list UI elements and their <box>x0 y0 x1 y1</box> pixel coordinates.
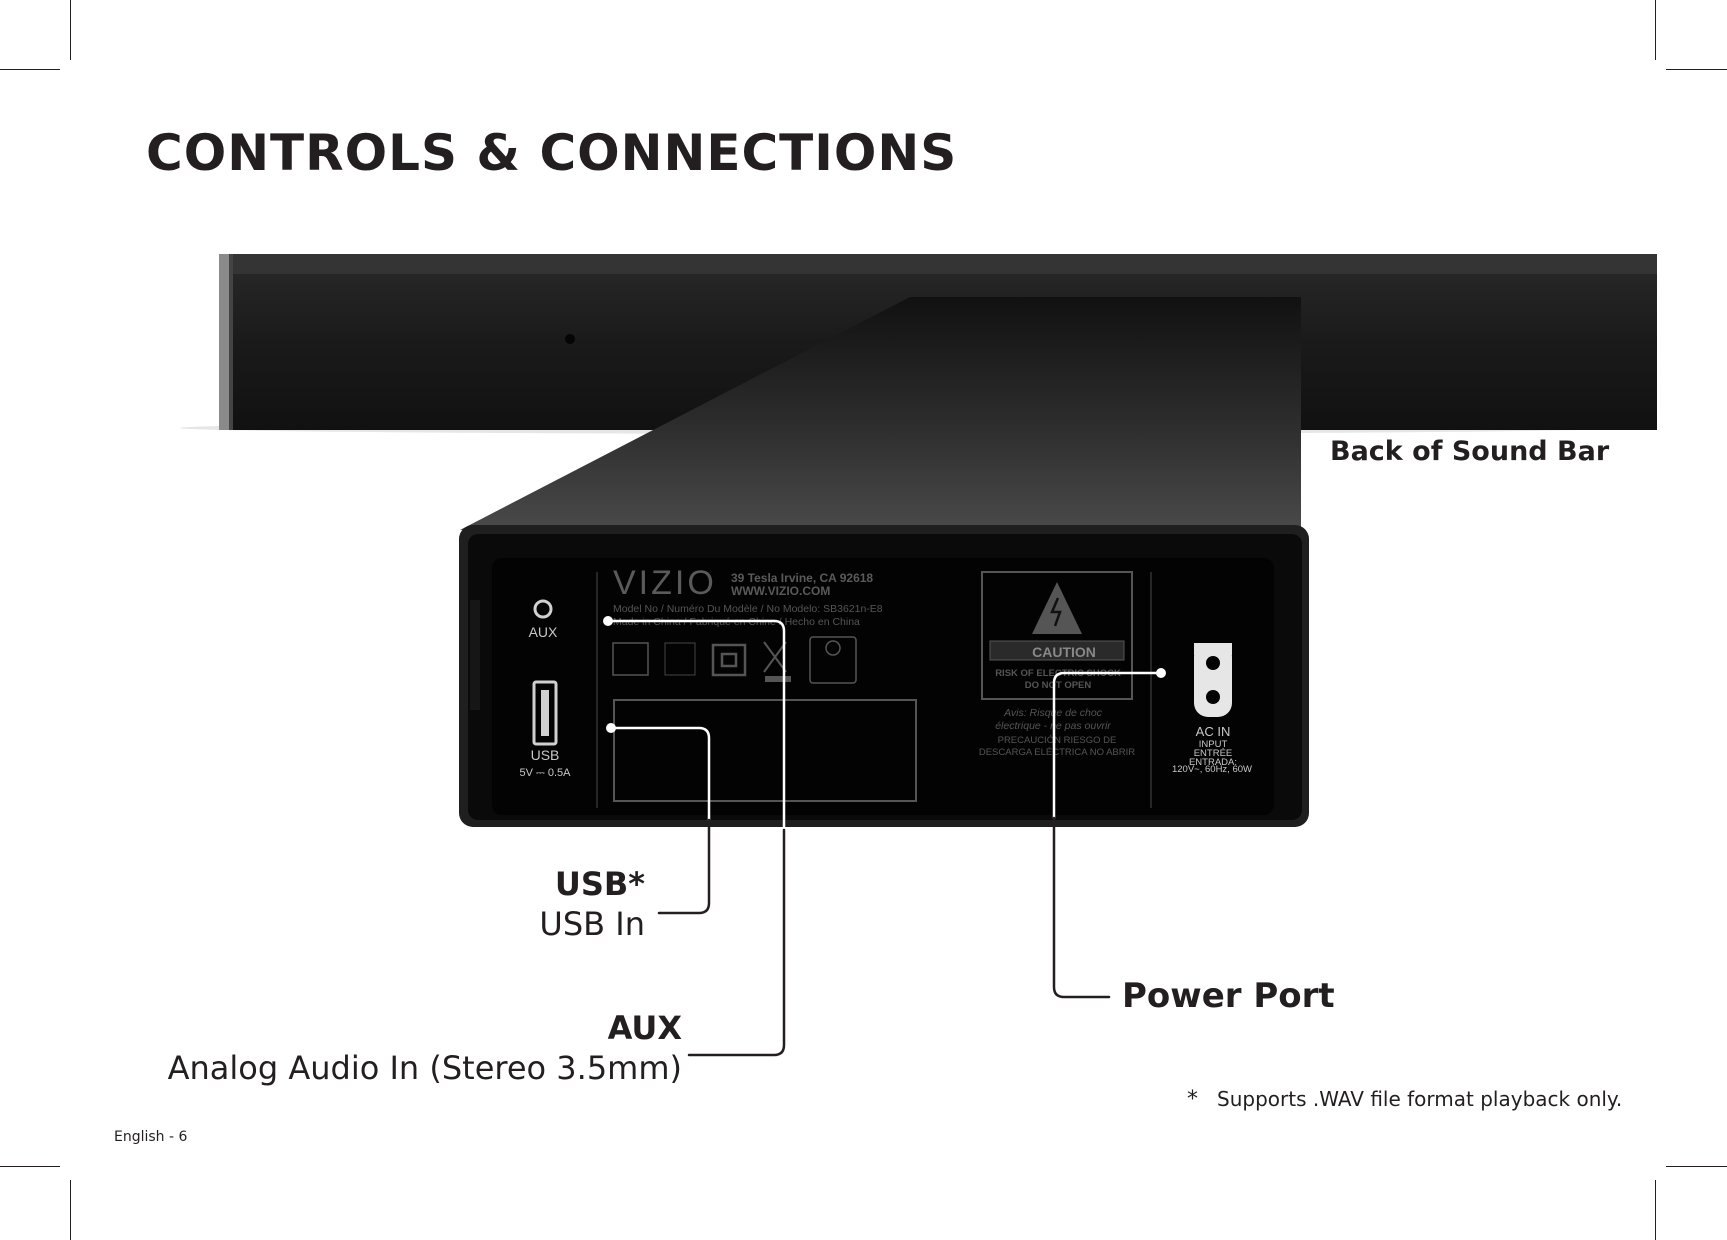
footnote-marker: * <box>1187 1087 1198 1112</box>
no-open-text: DO NOT OPEN <box>1025 680 1092 691</box>
crop-mark <box>1666 69 1727 70</box>
back-of-sound-bar-label: Back of Sound Bar <box>1330 436 1610 467</box>
vizio-logo: VIZIO <box>613 564 717 602</box>
zoom-projection <box>460 297 1301 530</box>
weee-bin-icon <box>763 641 787 673</box>
usb-callout: USB* USB In <box>539 864 645 944</box>
power-port-callout: Power Port <box>1122 976 1335 1016</box>
precaucion-line-2: DESCARGA ELÉCTRICA NO ABRIR <box>979 747 1135 758</box>
usb-callout-desc: USB In <box>539 905 645 943</box>
power-rating-label: 120V~, 60Hz, 60W <box>1172 764 1252 775</box>
panel-website: WWW.VIZIO.COM <box>731 584 830 598</box>
bar-sensor-dot <box>565 334 575 344</box>
power-inlet-icon <box>1194 643 1232 717</box>
leader-lines <box>603 616 1166 1057</box>
crop-mark <box>70 0 71 60</box>
input-en-label: INPUT <box>1199 739 1228 750</box>
ul-listed-icon <box>809 636 857 684</box>
rohs-icon <box>612 642 649 676</box>
aux-callout: AUX Analog Audio In (Stereo 3.5mm) <box>168 1008 682 1088</box>
precaucion-line-1: PRECAUCIÓN RIESGO DE <box>998 735 1117 746</box>
footnote: * Supports .WAV file format playback only… <box>1187 1087 1622 1112</box>
crop-mark <box>1655 1180 1656 1240</box>
aux-callout-title: AUX <box>607 1009 682 1047</box>
panel-usb-label: USB <box>531 747 560 763</box>
double-insulation-icon <box>711 643 747 677</box>
ac-in-label: AC IN <box>1196 724 1231 739</box>
crop-mark <box>1666 1166 1727 1167</box>
page-footer: English - 6 <box>114 1129 188 1145</box>
input-es-label: ENTRADA: <box>1189 757 1237 768</box>
usb-port <box>532 680 558 746</box>
panel-usb-rating: 5V ⎓ 0.5A <box>520 767 572 779</box>
footnote-text: Supports .WAV file format playback only. <box>1217 1087 1623 1111</box>
enlarged-back-panel: AUX USB 5V ⎓ 0.5A VIZIO 39 Tesla Irvine,… <box>459 525 1309 827</box>
crop-mark <box>0 69 60 70</box>
aux-callout-desc: Analog Audio In (Stereo 3.5mm) <box>167 1049 682 1087</box>
panel-aux-label: AUX <box>529 624 558 640</box>
page-title: CONTROLS & CONNECTIONS <box>146 124 958 182</box>
panel-model: Model No / Numéro Du Modèle / No Modelo:… <box>613 603 883 615</box>
panel-address: 39 Tesla Irvine, CA 92618 <box>731 571 873 585</box>
aux-jack <box>533 599 553 619</box>
energy-icon <box>664 642 696 676</box>
crop-mark <box>1655 0 1656 60</box>
rating-plate <box>613 699 917 802</box>
caution-text: CAUTION <box>1032 644 1096 660</box>
crop-mark <box>0 1166 60 1167</box>
usb-callout-title: USB* <box>554 865 645 903</box>
warning-triangle-icon <box>1032 582 1082 634</box>
caution-box <box>981 571 1133 700</box>
input-fr-label: ENTRÉE <box>1194 748 1233 759</box>
crop-mark <box>70 1180 71 1240</box>
